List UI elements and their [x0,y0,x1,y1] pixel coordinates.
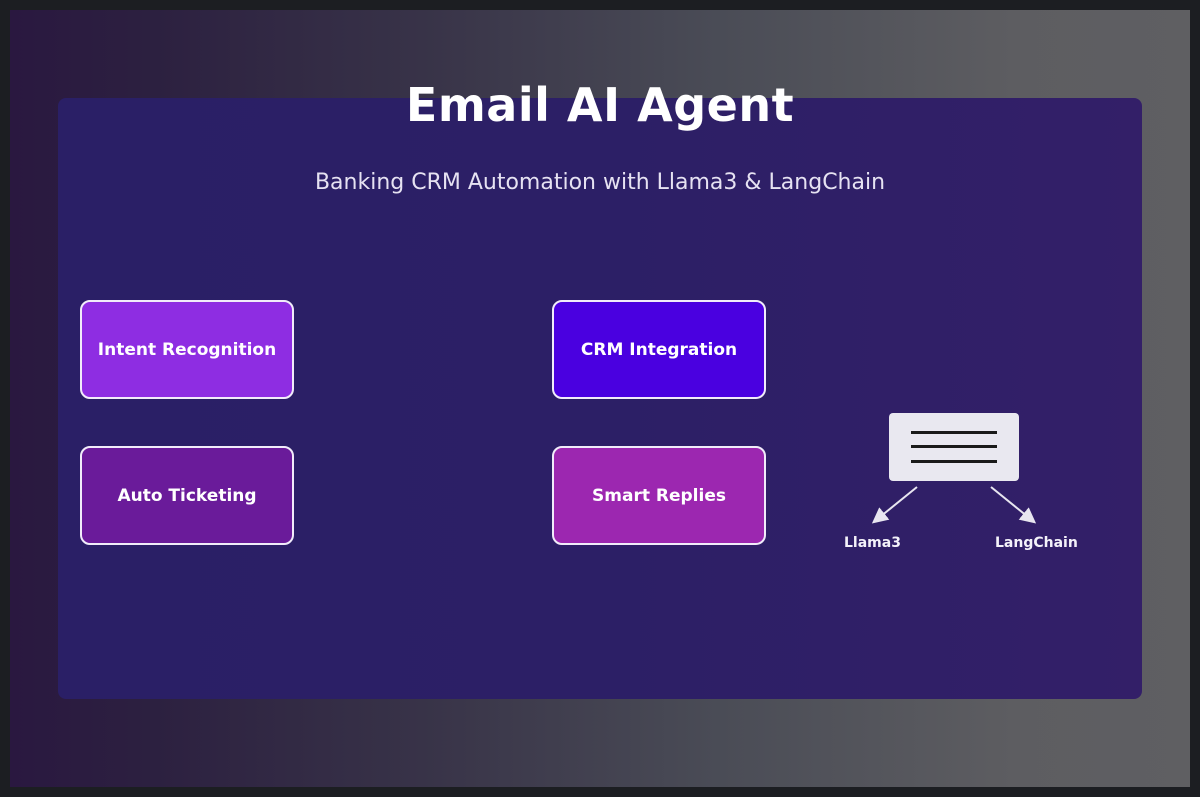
feature-label: Intent Recognition [97,339,277,360]
page-title: Email AI Agent [405,78,795,132]
feature-box-crm-integration: CRM Integration [552,300,766,399]
feature-label: Auto Ticketing [117,485,257,506]
email-lines-icon [889,413,1019,481]
feature-box-intent-recognition: Intent Recognition [80,300,294,399]
feature-label: CRM Integration [580,339,738,360]
page-subtitle: Banking CRM Automation with Llama3 & Lan… [314,170,886,195]
text-line [911,431,997,434]
feature-box-smart-replies: Smart Replies [552,446,766,545]
feature-box-auto-ticketing: Auto Ticketing [80,446,294,545]
arrow-to-langchain [990,486,1037,524]
text-line [911,445,997,448]
target-label-llama3: Llama3 [844,535,901,551]
arrow-to-llama3 [871,486,918,524]
text-line [911,460,997,463]
feature-label: Smart Replies [592,485,726,506]
target-label-langchain: LangChain [995,535,1078,551]
flow-arrows [871,486,1037,524]
